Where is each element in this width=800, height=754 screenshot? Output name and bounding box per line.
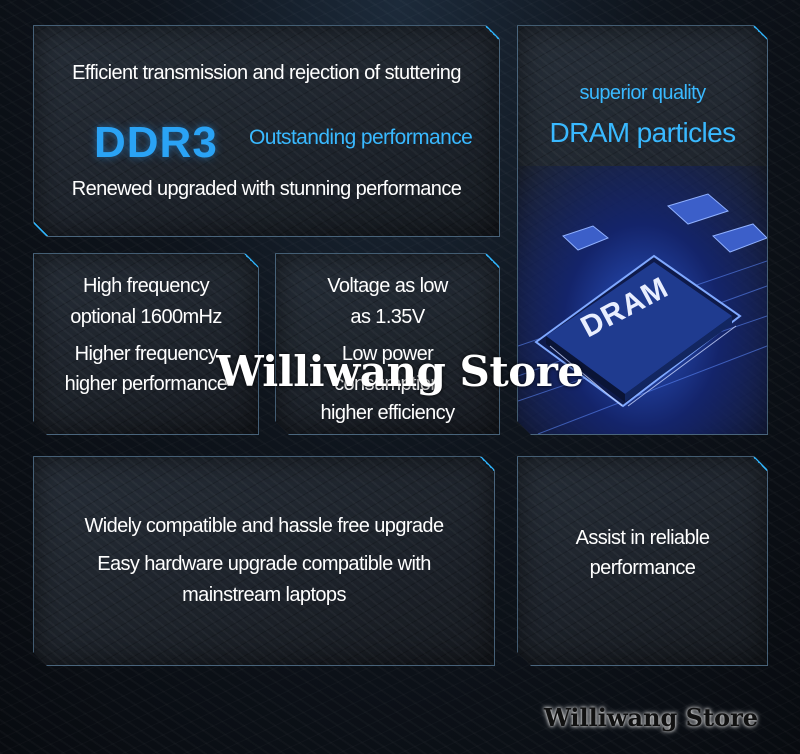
voltage-line2: as 1.35V xyxy=(350,306,425,328)
compatible-line2: Easy hardware upgrade compatible with xyxy=(97,553,431,575)
frequency-line2: optional 1600mHz xyxy=(70,306,222,328)
frequency-line1: High frequency xyxy=(82,275,210,297)
panel-frequency: High frequency optional 1600mHz Higher f… xyxy=(33,253,259,435)
voltage-line4: consumption xyxy=(334,373,441,395)
store-watermark-corner: Williwang Store xyxy=(543,703,758,732)
frequency-line4: higher performance xyxy=(64,373,228,395)
voltage-line3: Low power xyxy=(341,343,434,365)
dram-particles-text: DRAM particles xyxy=(549,117,736,148)
ddr3-title: DDR3 xyxy=(94,118,218,167)
store-watermark: Williwang Store xyxy=(216,347,584,396)
quality-text: superior quality xyxy=(579,82,706,104)
renewed-text: Renewed upgraded with stunning performan… xyxy=(71,178,462,200)
panel-reliability: Assist in reliable performance xyxy=(517,456,768,666)
dram-chip-image xyxy=(518,166,767,434)
voltage-line1: Voltage as low xyxy=(327,275,448,297)
ddr3-subtitle: Outstanding performance xyxy=(249,126,473,149)
voltage-line5: higher efficiency xyxy=(320,402,455,424)
compatible-line3: mainstream laptops xyxy=(182,584,346,606)
reliable-line1: Assist in reliable xyxy=(575,527,710,549)
panel-dram-particles: superior quality DRAM particles DRAM xyxy=(517,25,768,435)
panel-ddr3-transmission: Efficient transmission and rejection of … xyxy=(33,25,500,237)
transmission-text: Efficient transmission and rejection of … xyxy=(72,62,461,84)
reliable-line2: performance xyxy=(589,557,696,579)
panel-voltage: Voltage as low as 1.35V Low power consum… xyxy=(275,253,500,435)
compatible-line1: Widely compatible and hassle free upgrad… xyxy=(84,515,444,537)
panel-compatibility: Widely compatible and hassle free upgrad… xyxy=(33,456,495,666)
frequency-line3: Higher frequency xyxy=(74,343,218,365)
